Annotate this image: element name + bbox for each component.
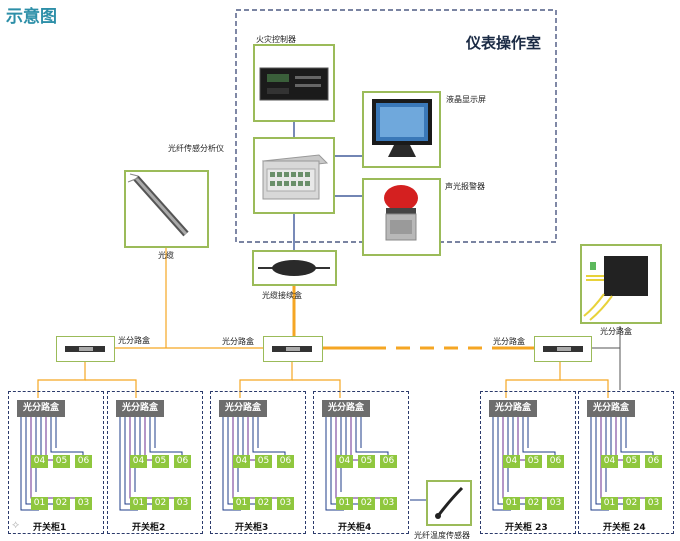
splitter-3 <box>534 336 592 362</box>
port-label: 04 <box>31 455 48 468</box>
cabinet-name: 开关柜2 <box>132 523 166 533</box>
splitter-label-2: 光分路盒 <box>222 337 254 346</box>
watermark: ⟡ <box>12 518 20 531</box>
port-label: 05 <box>623 455 640 468</box>
lcd-device <box>362 91 441 168</box>
port-label: 01 <box>503 497 520 510</box>
cabinet: 光分路盒 04 05 06 01 02 03 开关柜 24 <box>578 391 674 534</box>
cabinet-name: 开关柜 23 <box>505 523 548 533</box>
cabinet-name: 开关柜3 <box>235 523 269 533</box>
cable-label: 光缆 <box>158 251 174 260</box>
port-label: 03 <box>380 497 397 510</box>
analyzer-icon <box>261 154 329 200</box>
port-label: 04 <box>130 455 147 468</box>
control-room-label: 仪表操作室 <box>466 34 542 52</box>
alarm-device <box>362 178 441 256</box>
port-label: 01 <box>601 497 618 510</box>
port-label: 02 <box>623 497 640 510</box>
port-label: 03 <box>645 497 662 510</box>
port-label: 05 <box>358 455 375 468</box>
cabinet-name: 开关柜 24 <box>603 523 646 533</box>
port-label: 03 <box>547 497 564 510</box>
splitter-1 <box>56 336 115 362</box>
port-label: 01 <box>130 497 147 510</box>
port-label: 06 <box>645 455 662 468</box>
port-label: 05 <box>525 455 542 468</box>
port-label: 02 <box>255 497 272 510</box>
port-label: 01 <box>336 497 353 510</box>
port-label: 03 <box>75 497 92 510</box>
sensor-device <box>426 480 472 526</box>
port-label: 01 <box>31 497 48 510</box>
cabinet-splitter-box: 光分路盒 <box>489 400 537 417</box>
port-label: 06 <box>277 455 294 468</box>
cabinet-splitter-box: 光分路盒 <box>219 400 267 417</box>
alarm-label: 声光报警器 <box>445 182 485 191</box>
cabinet: 光分路盒 04 05 06 01 02 03 开关柜 23 <box>480 391 576 534</box>
cabinet-splitter-box: 光分路盒 <box>587 400 635 417</box>
cabinet-splitter-box: 光分路盒 <box>116 400 164 417</box>
sensor-label: 光纤温度传感器 <box>414 531 470 540</box>
analyzer-device <box>253 137 335 214</box>
splitter-label-1: 光分路盒 <box>118 336 150 345</box>
cabinet-name: 开关柜1 <box>33 523 67 533</box>
plc-splitter-icon <box>583 256 648 321</box>
lcd-label: 液晶显示屏 <box>446 95 486 104</box>
splitter-2 <box>263 336 323 362</box>
analyzer-label: 光纤传感分析仪 <box>168 144 224 153</box>
port-label: 02 <box>152 497 169 510</box>
port-label: 03 <box>277 497 294 510</box>
splitter-icon <box>272 346 312 352</box>
siren-icon <box>384 185 418 241</box>
fire-controller-device <box>253 44 335 122</box>
plc-splitter-label: 光分路盒 <box>600 327 632 336</box>
cabinet-splitter-box: 光分路盒 <box>17 400 65 417</box>
cabinet: 光分路盒 04 05 06 01 02 03 开关柜1 <box>8 391 104 534</box>
fire-controller-label: 火灾控制器 <box>256 35 296 44</box>
page-title: 示意图 <box>6 7 57 27</box>
cabinet: 光分路盒 04 05 06 01 02 03 开关柜4 <box>313 391 409 534</box>
junction-label: 光缆接续盒 <box>262 291 302 300</box>
port-label: 06 <box>547 455 564 468</box>
monitor-icon <box>372 99 432 157</box>
cabinet: 光分路盒 04 05 06 01 02 03 开关柜3 <box>210 391 306 534</box>
port-label: 02 <box>525 497 542 510</box>
port-label: 06 <box>75 455 92 468</box>
port-label: 04 <box>601 455 618 468</box>
fire-controller-icon <box>259 67 329 101</box>
port-label: 05 <box>255 455 272 468</box>
cabinet-name: 开关柜4 <box>338 523 372 533</box>
port-label: 02 <box>358 497 375 510</box>
port-label: 04 <box>503 455 520 468</box>
port-label: 03 <box>174 497 191 510</box>
splitter-label-3: 光分路盒 <box>493 337 525 346</box>
plc-splitter-device <box>580 244 662 324</box>
cabinet-splitter-box: 光分路盒 <box>322 400 370 417</box>
splitter-icon <box>65 346 105 352</box>
fiber-cable-icon <box>127 173 189 237</box>
junction-box-icon <box>258 260 330 276</box>
splitter-icon <box>543 346 583 352</box>
cabinet: 光分路盒 04 05 06 01 02 03 开关柜2 <box>107 391 203 534</box>
port-label: 06 <box>174 455 191 468</box>
cabinet-wiring <box>222 417 286 511</box>
port-label: 06 <box>380 455 397 468</box>
temperature-sensor-icon <box>435 486 464 519</box>
junction-device <box>252 250 337 286</box>
port-label: 04 <box>233 455 250 468</box>
port-label: 02 <box>53 497 70 510</box>
port-label: 04 <box>336 455 353 468</box>
cable-device <box>124 170 209 248</box>
port-label: 05 <box>152 455 169 468</box>
port-label: 01 <box>233 497 250 510</box>
port-label: 05 <box>53 455 70 468</box>
